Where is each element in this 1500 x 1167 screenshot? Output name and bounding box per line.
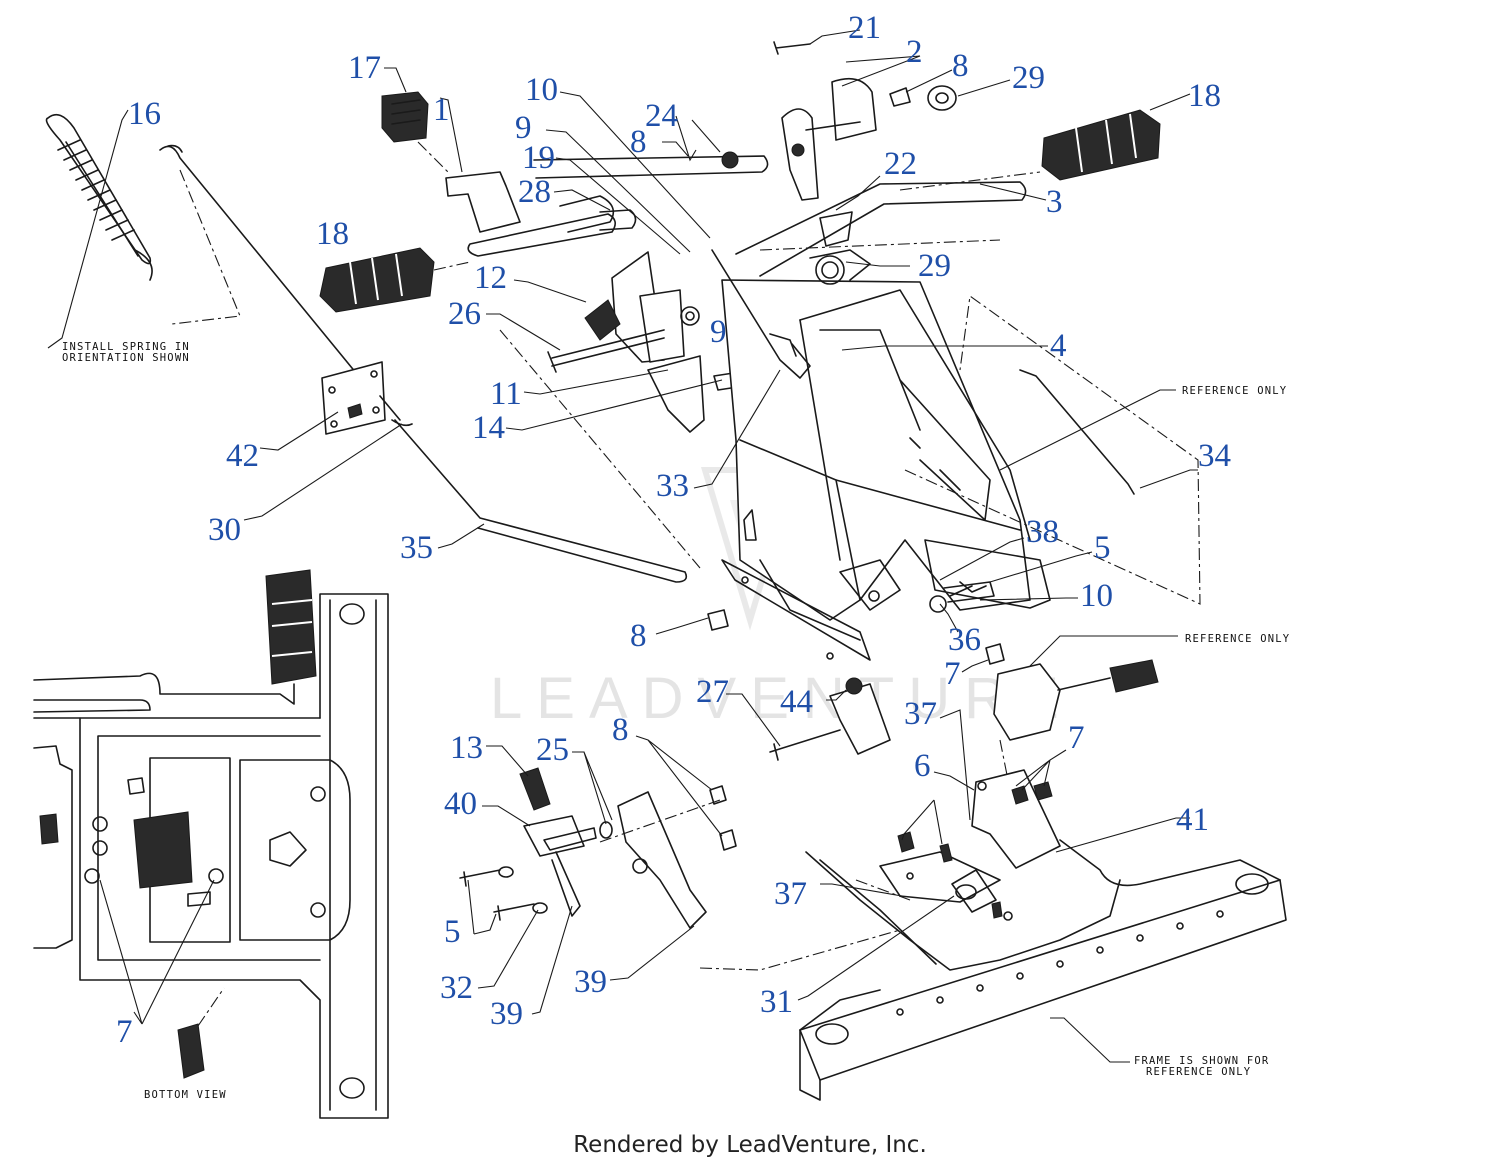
leader-lines [47,29,1198,1063]
callout-37-lower: 37 [774,876,807,912]
callout-40: 39 [490,996,523,1032]
callout-18-left: 18 [316,216,349,252]
pedal-bracket [547,251,700,373]
lower-bracket [459,767,737,929]
mounting-plate [321,361,413,435]
callout-5-upper: 5 [1094,530,1111,566]
callout-33: 33 [656,468,689,504]
callout-31: 31 [760,984,793,1020]
callout-9-lower: 9 [710,314,727,350]
callout-7-inset: 7 [116,1014,133,1050]
mounting-tower [721,249,1051,661]
notes: INSTALL SPRING IN ORIENTATION SHOWN REFE… [62,341,1290,1101]
callout-25: 25 [536,732,569,768]
switch-plate [879,831,1013,921]
callout-8-lower: 8 [612,712,629,748]
callout-34: 34 [1198,438,1231,474]
callout-3: 3 [1046,184,1063,220]
callout-24: 24 [645,98,678,134]
safety-switch [985,643,1159,741]
callout-6: 6 [914,748,931,784]
callout-22: 22 [884,146,917,182]
callout-37-upper: 37 [904,696,937,732]
bolt-and-nuts-mid [707,581,995,631]
callout-18-right: 18 [1188,78,1221,114]
note-reference-lower: REFERENCE ONLY [1185,633,1290,645]
callout-35: 35 [400,530,433,566]
note-reference-upper: REFERENCE ONLY [1182,385,1287,397]
switch-mount-bracket [971,769,1061,869]
note-bottom-view: BOTTOM VIEW [144,1089,227,1101]
callout-10-upper: 9 [515,110,532,146]
callout-labels: 16 17 1 10 9 24 8 19 28 18 12 26 9 11 14… [116,10,1231,1050]
brake-rod [159,144,688,583]
callout-5-lower: 5 [444,914,461,950]
washer-top [889,85,957,111]
callout-21: 21 [848,10,881,46]
callout-2: 2 [906,34,923,70]
control-pivot [773,41,877,201]
callout-29: 29 [918,248,951,284]
frame [799,839,1287,1101]
note-spring-1: INSTALL SPRING IN [62,341,190,353]
note-spring-2: ORIENTATION SHOWN [62,352,190,364]
reference-link [1019,369,1135,495]
pedal-pad [381,91,429,143]
shift-rod [711,249,811,379]
note-frame-2: REFERENCE ONLY [1146,1066,1251,1078]
note-frame-1: FRAME IS SHOWN FOR [1134,1055,1269,1067]
callout-8-top: 8 [952,48,969,84]
callout-39: 39 [574,964,607,1000]
callout-14: 13 [450,730,483,766]
callout-13: 12 [474,260,507,296]
callout-4: 4 [1050,328,1067,364]
pivot-shaft [533,151,769,233]
callout-28-left: 28 [518,174,551,210]
bottom-view-inset [33,569,389,1119]
callout-9-upper: 8 [630,124,647,160]
callout-12: 11 [490,376,522,412]
grip-right [1041,109,1161,181]
watermark: LEADVENTURE [490,666,1073,731]
grip-left [319,247,435,313]
callout-43: 42 [226,438,259,474]
callout-19: 19 [522,140,555,176]
callout-44: 44 [780,684,813,720]
callout-32: 32 [440,970,473,1006]
callout-8-mid: 8 [630,618,647,654]
control-handle [735,181,1027,277]
callout-7-upper: 7 [944,656,961,692]
callout-42: 41 [1176,802,1209,838]
footer-credit: Rendered by LeadVenture, Inc. [573,1132,927,1158]
callout-11: 10 [525,72,558,108]
extension-spring [45,113,153,281]
callout-38: 38 [1026,514,1059,550]
callout-7-right: 7 [1068,720,1085,756]
callout-15: 14 [472,410,505,446]
callout-30: 30 [208,512,241,548]
callout-1: 1 [433,92,450,128]
callout-41: 40 [444,786,477,822]
callout-17: 17 [348,50,381,86]
callout-16: 16 [128,96,161,132]
callout-28-right: 29 [1012,60,1045,96]
switch-clip [769,677,891,761]
callout-36: 36 [948,622,981,658]
callout-27: 27 [696,674,729,710]
callout-10-lower: 10 [1080,578,1113,614]
callout-26: 26 [448,296,481,332]
